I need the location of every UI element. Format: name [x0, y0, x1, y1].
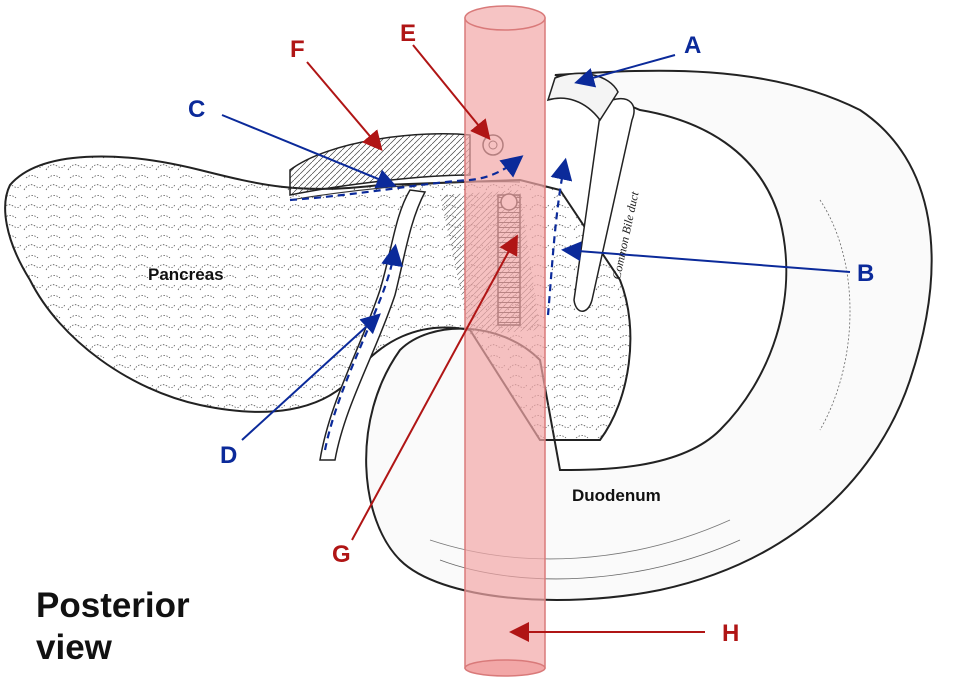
common-bile-duct-drawing: [573, 98, 635, 312]
label-d: D: [220, 442, 238, 469]
caption-posterior-view: Posterior view: [36, 585, 190, 669]
pointer-a: [574, 54, 676, 88]
pointer-d: [241, 313, 381, 441]
caption-line-1: Posterior: [36, 586, 190, 625]
pointer-b: [561, 241, 851, 273]
vessel-h-column: [464, 5, 546, 677]
label-c: C: [188, 96, 206, 123]
label-h: H: [722, 620, 740, 647]
pointer-g: [351, 234, 518, 541]
pointer-f: [306, 61, 383, 152]
label-b: B: [857, 260, 875, 287]
pointer-e: [412, 44, 491, 141]
label-duodenum: Duodenum: [572, 486, 661, 505]
label-g: G: [332, 541, 351, 568]
pointer-c: [221, 114, 397, 189]
label-a: A: [684, 32, 702, 59]
caption-line-2: view: [36, 628, 112, 667]
flow-path-mesenteric: [323, 243, 403, 451]
flow-path-splenic: [289, 155, 524, 202]
label-pancreas: Pancreas: [148, 265, 224, 284]
label-e: E: [400, 20, 417, 47]
label-f: F: [290, 36, 305, 63]
flow-path-portal: [546, 157, 573, 316]
